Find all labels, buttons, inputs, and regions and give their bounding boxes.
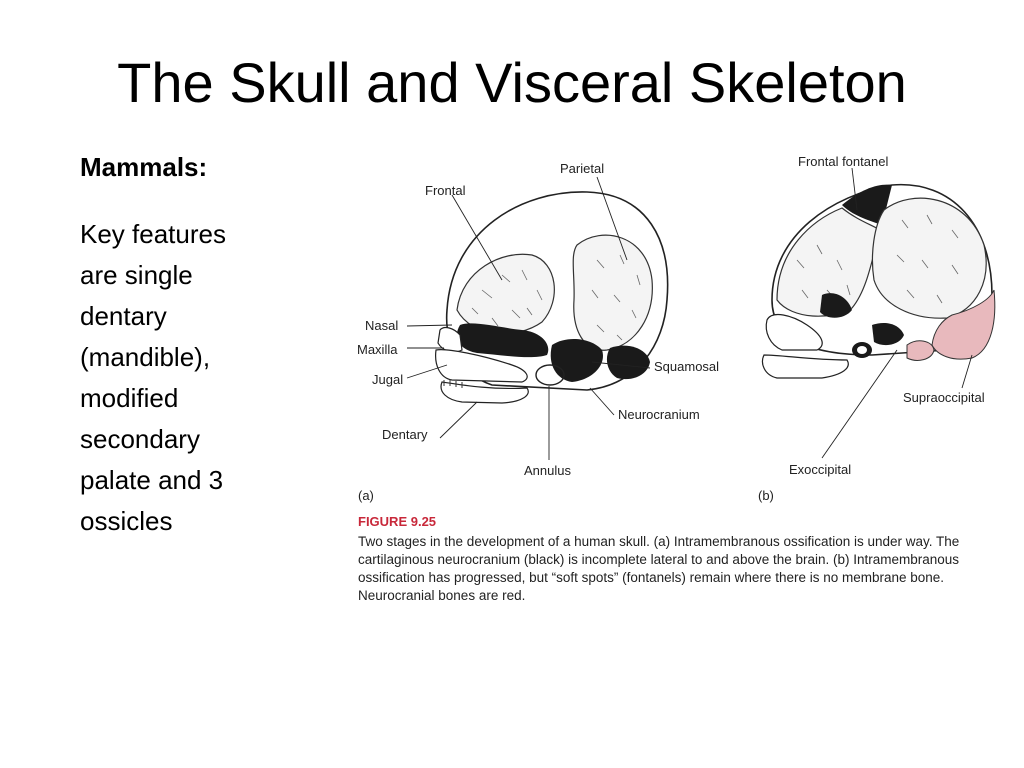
label-maxilla: Maxilla	[357, 342, 398, 357]
label-squamosal: Squamosal	[654, 359, 719, 374]
label-exoccipital: Exoccipital	[789, 462, 851, 477]
panel-label-a: (a)	[358, 488, 374, 503]
skull-a	[406, 176, 669, 460]
figure-caption: FIGURE 9.25 Two stages in the developmen…	[358, 513, 988, 605]
figure-number: FIGURE 9.25	[358, 514, 437, 529]
label-frontal-fontanel: Frontal fontanel	[798, 154, 888, 169]
label-neurocranium: Neurocranium	[618, 407, 700, 422]
label-supraoccipital: Supraoccipital	[903, 390, 985, 405]
label-jugal: Jugal	[372, 372, 403, 387]
skull-illustration: Frontal Parietal Nasal Maxilla Jugal Den…	[357, 154, 996, 503]
panel-label-b: (b)	[758, 488, 774, 503]
slide-title: The Skull and Visceral Skeleton	[117, 51, 907, 114]
skull-figure: Frontal Parietal Nasal Maxilla Jugal Den…	[352, 150, 1002, 620]
skull-b	[761, 167, 996, 459]
label-parietal: Parietal	[560, 161, 604, 176]
caption-text: Two stages in the development of a human…	[358, 534, 960, 603]
label-nasal: Nasal	[365, 318, 398, 333]
section-heading: Mammals:	[80, 152, 208, 182]
label-dentary: Dentary	[382, 427, 428, 442]
label-frontal: Frontal	[425, 183, 466, 198]
label-annulus: Annulus	[524, 463, 571, 478]
body-text: Key features are single dentary (mandibl…	[80, 219, 226, 536]
